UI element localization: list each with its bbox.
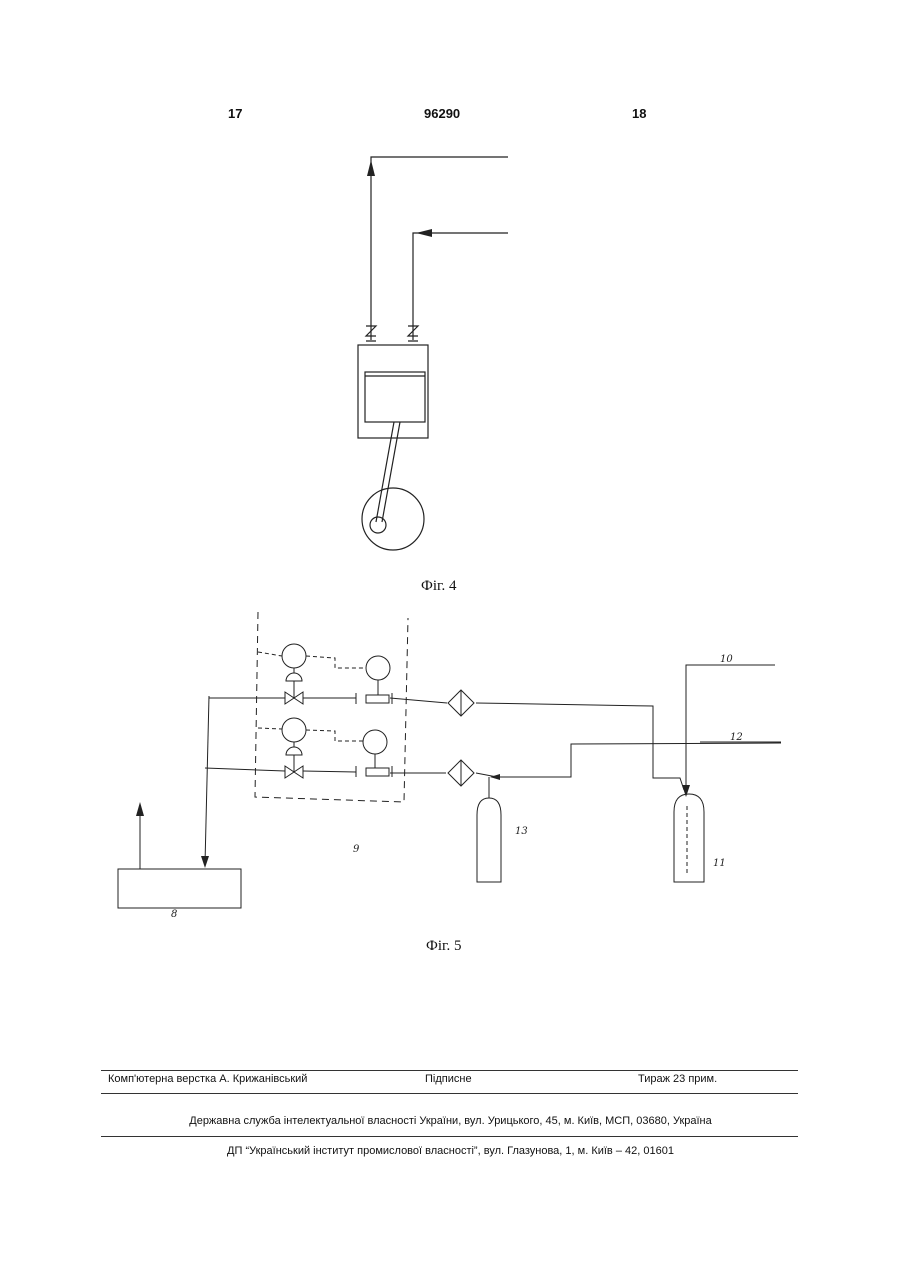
fig5-lower-line (205, 768, 446, 773)
footer-rule-middle (101, 1093, 798, 1094)
fig5-lower-valve (258, 718, 306, 778)
footer-circulation: Тираж 23 прим. (638, 1073, 717, 1085)
fig5-cylinder-11 (674, 794, 704, 882)
fig5-cylinder-13 (477, 798, 501, 882)
fig5-up-arrow (136, 802, 144, 816)
fig5-label-12: 12 (730, 732, 743, 743)
footer-rule-bottom (101, 1136, 798, 1137)
fig5-line-10 (686, 665, 775, 795)
fig5-label-11: 11 (713, 858, 726, 869)
footer-layout-credit: Комп'ютерна верстка А. Крижанівський (108, 1073, 307, 1085)
fig5-down-arrow (201, 856, 209, 868)
fig5-upper-filter (448, 690, 474, 716)
fig5-upper-meter (306, 656, 392, 704)
fig5-upper-valve (258, 644, 306, 704)
fig5-upper-line (209, 696, 447, 703)
fig5-lower-filter (448, 760, 474, 786)
figure-5-caption: Фіг. 5 (426, 938, 461, 955)
footer-signed: Підписне (425, 1073, 472, 1085)
fig5-label-13: 13 (515, 826, 528, 837)
fig5-label-9: 9 (353, 844, 360, 855)
fig5-label-10: 10 (720, 654, 733, 665)
footer-rule-top (101, 1070, 798, 1071)
fig5-control-box (255, 612, 408, 802)
footer-institute: ДП “Український інститут промислової вла… (0, 1145, 901, 1157)
fig5-box-8 (118, 869, 241, 908)
fig5-label-8: 8 (171, 909, 177, 920)
fig5-lower-meter (306, 730, 392, 777)
footer-state-service: Державна служба інтелектуальної власност… (0, 1115, 901, 1127)
figure-5-drawing: 8 9 10 11 12 13 (0, 0, 901, 940)
